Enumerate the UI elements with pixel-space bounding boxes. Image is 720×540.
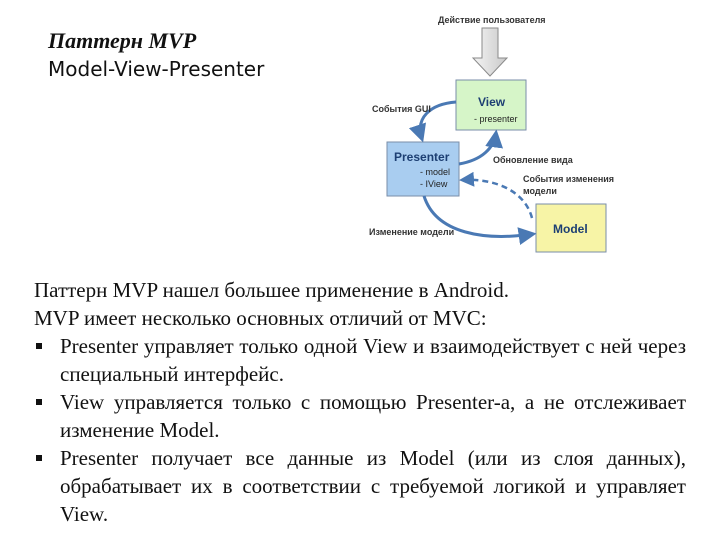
model-events-label-2: модели: [523, 186, 557, 196]
presenter-box: Presenter - model - IView: [386, 141, 460, 197]
slide-title: Паттерн MVP: [48, 28, 197, 53]
presenter-sub-iview: - IView: [420, 179, 448, 189]
gui-events-label: События GUI: [372, 104, 431, 114]
model-events-label-1: События изменения: [523, 174, 614, 184]
paragraph-android: Паттерн MVP нашел большее применение в A…: [34, 278, 510, 302]
view-box: View - presenter: [455, 79, 527, 131]
model-events-arrow: [459, 171, 534, 219]
view-title: View: [478, 95, 506, 109]
user-action-arrow: [471, 27, 509, 77]
model-change-label: Изменение модели: [369, 227, 454, 237]
differences-list: Presenter управляет только одной View и …: [34, 332, 686, 528]
model-box: Model: [535, 203, 607, 253]
body-text: Паттерн MVP нашел большее применение в A…: [34, 276, 686, 528]
user-action-label: Действие пользователя: [438, 15, 546, 25]
list-item: Presenter управляет только одной View и …: [34, 332, 686, 388]
presenter-sub-model: - model: [420, 167, 450, 177]
slide-subtitle: Model-View-Presenter: [48, 57, 265, 81]
view-update-label: Обновление вида: [493, 155, 574, 165]
model-title: Model: [553, 222, 588, 236]
view-sub: - presenter: [474, 114, 518, 124]
presenter-title: Presenter: [394, 150, 450, 164]
paragraph-differences: MVP имеет несколько основных отличий от …: [34, 306, 487, 330]
list-item: Presenter получает все данные из Model (…: [34, 444, 686, 528]
model-change-arrow: [422, 195, 537, 245]
list-item: View управляется только с помощью Presen…: [34, 388, 686, 444]
gui-events-arrow: [408, 100, 457, 143]
view-update-arrow: [458, 129, 504, 166]
mvp-diagram: Действие пользователя View - presenter P…: [369, 15, 614, 253]
